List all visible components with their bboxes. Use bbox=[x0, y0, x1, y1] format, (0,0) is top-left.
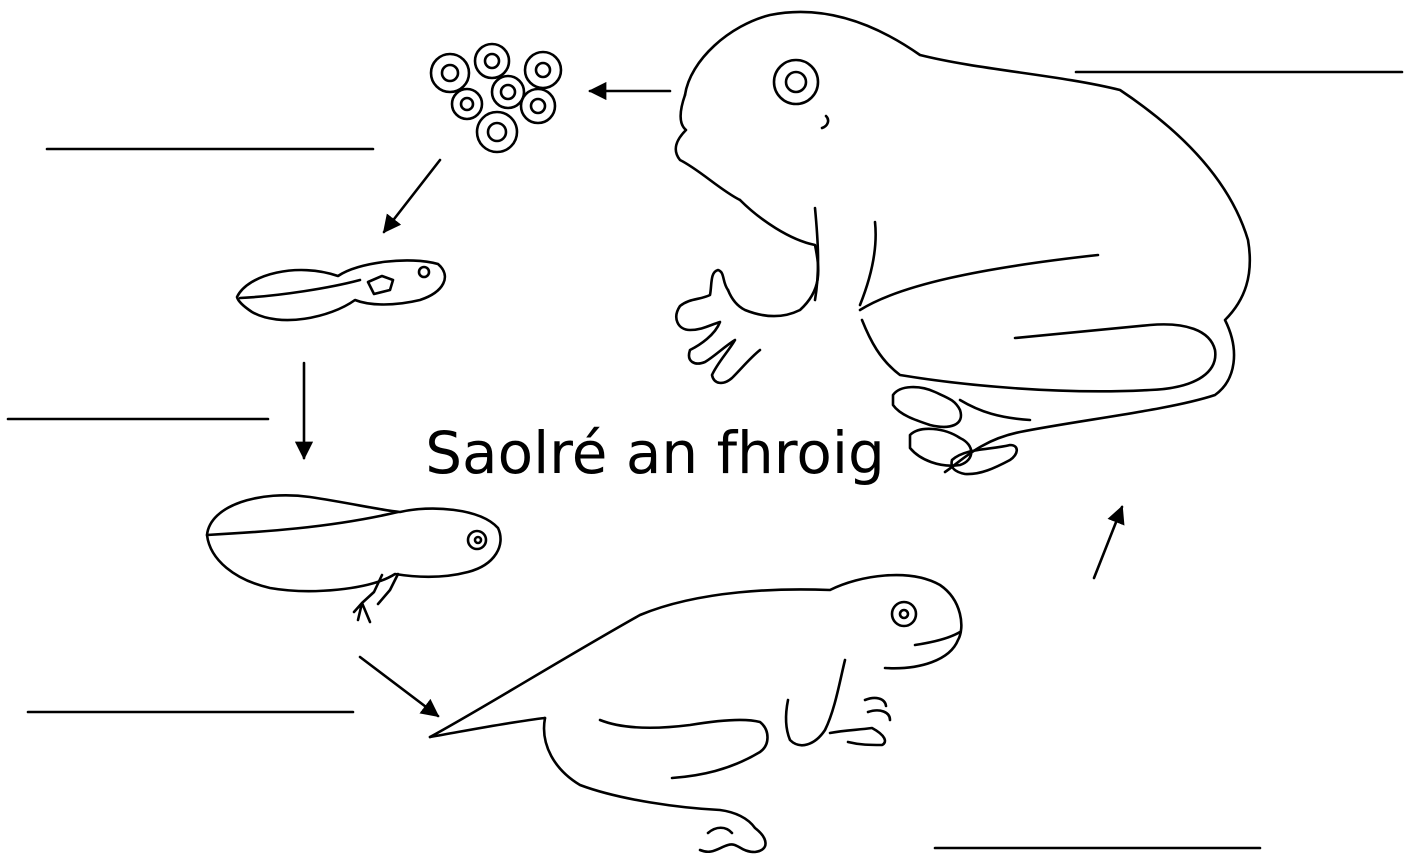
arrow-spawn-to-tadpole bbox=[384, 160, 440, 232]
froglet-icon bbox=[430, 575, 961, 852]
arrow-legs-to-froglet bbox=[360, 657, 438, 716]
arrow-froglet-to-adult bbox=[1094, 507, 1122, 578]
tadpole-with-legs-icon bbox=[207, 495, 501, 622]
adult-frog-icon bbox=[676, 12, 1250, 474]
frogspawn-icon bbox=[431, 44, 561, 152]
diagram-title: Saolré an fhroig bbox=[425, 419, 885, 487]
tadpole-icon bbox=[237, 260, 445, 320]
